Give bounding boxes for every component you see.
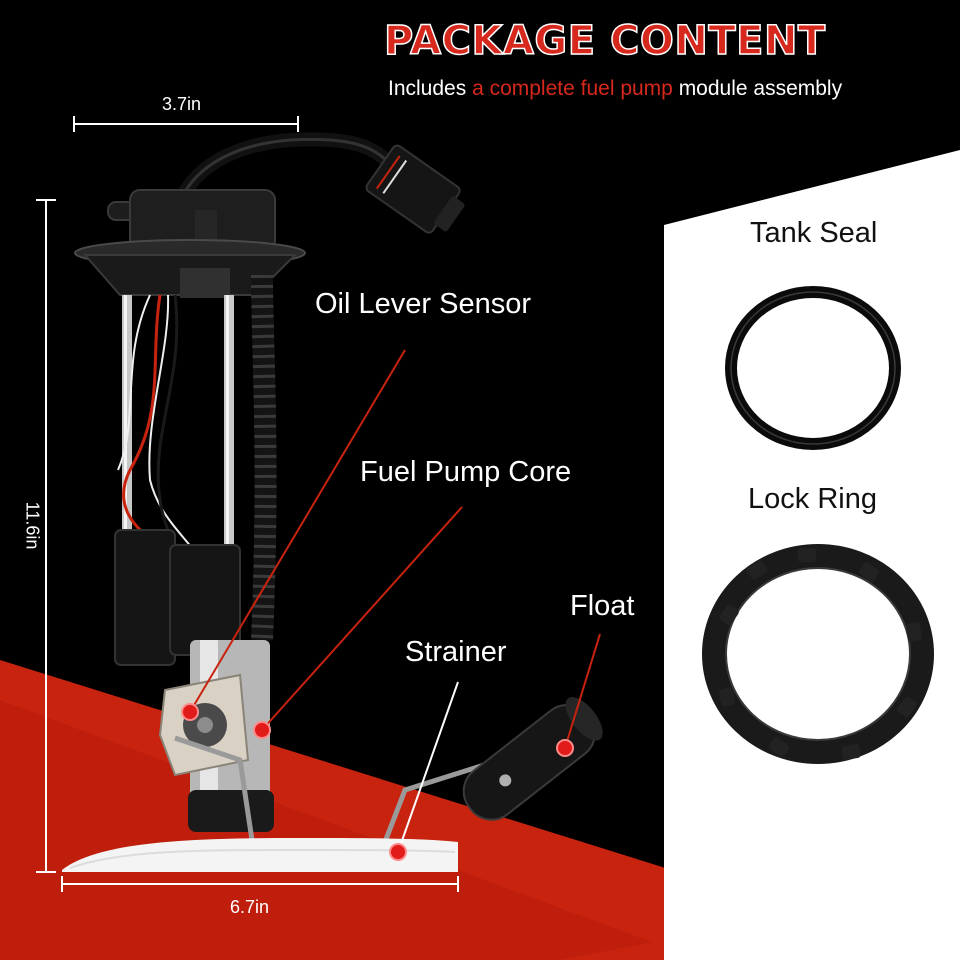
dimension-width-top-label: 3.7in [162, 94, 202, 114]
label-fuel-pump-core: Fuel Pump Core [360, 456, 572, 488]
lock-ring-image [702, 544, 934, 764]
dimension-height-label: 11.6in [22, 501, 43, 550]
subtitle-text-end: module assembly [672, 77, 843, 100]
page-subtitle: Includes a complete fuel pump module ass… [388, 77, 948, 101]
callout-strainer-line [389, 681, 459, 861]
subtitle-text-start: Includes [388, 77, 473, 100]
page-title: PACKAGE CONTENT [383, 17, 826, 65]
fuel-pump-module [62, 132, 603, 872]
dimension-top-line [73, 116, 299, 132]
dimension-left-line [36, 199, 56, 873]
callout-oil-lever-sensor-line [181, 349, 406, 721]
label-tank-seal: Tank Seal [750, 217, 878, 249]
subtitle-highlight: a complete fuel pump [472, 77, 673, 100]
dimension-bottom-line [61, 876, 459, 892]
tank-seal-image [725, 286, 901, 450]
label-strainer: Strainer [405, 636, 507, 668]
callout-float-line [556, 633, 601, 757]
label-lock-ring: Lock Ring [748, 483, 877, 515]
dimension-width-bottom-label: 6.7in [230, 897, 270, 917]
label-oil-lever-sensor: Oil Lever Sensor [315, 288, 531, 320]
callout-fuel-pump-core-line [253, 506, 463, 739]
label-float: Float [570, 590, 635, 622]
